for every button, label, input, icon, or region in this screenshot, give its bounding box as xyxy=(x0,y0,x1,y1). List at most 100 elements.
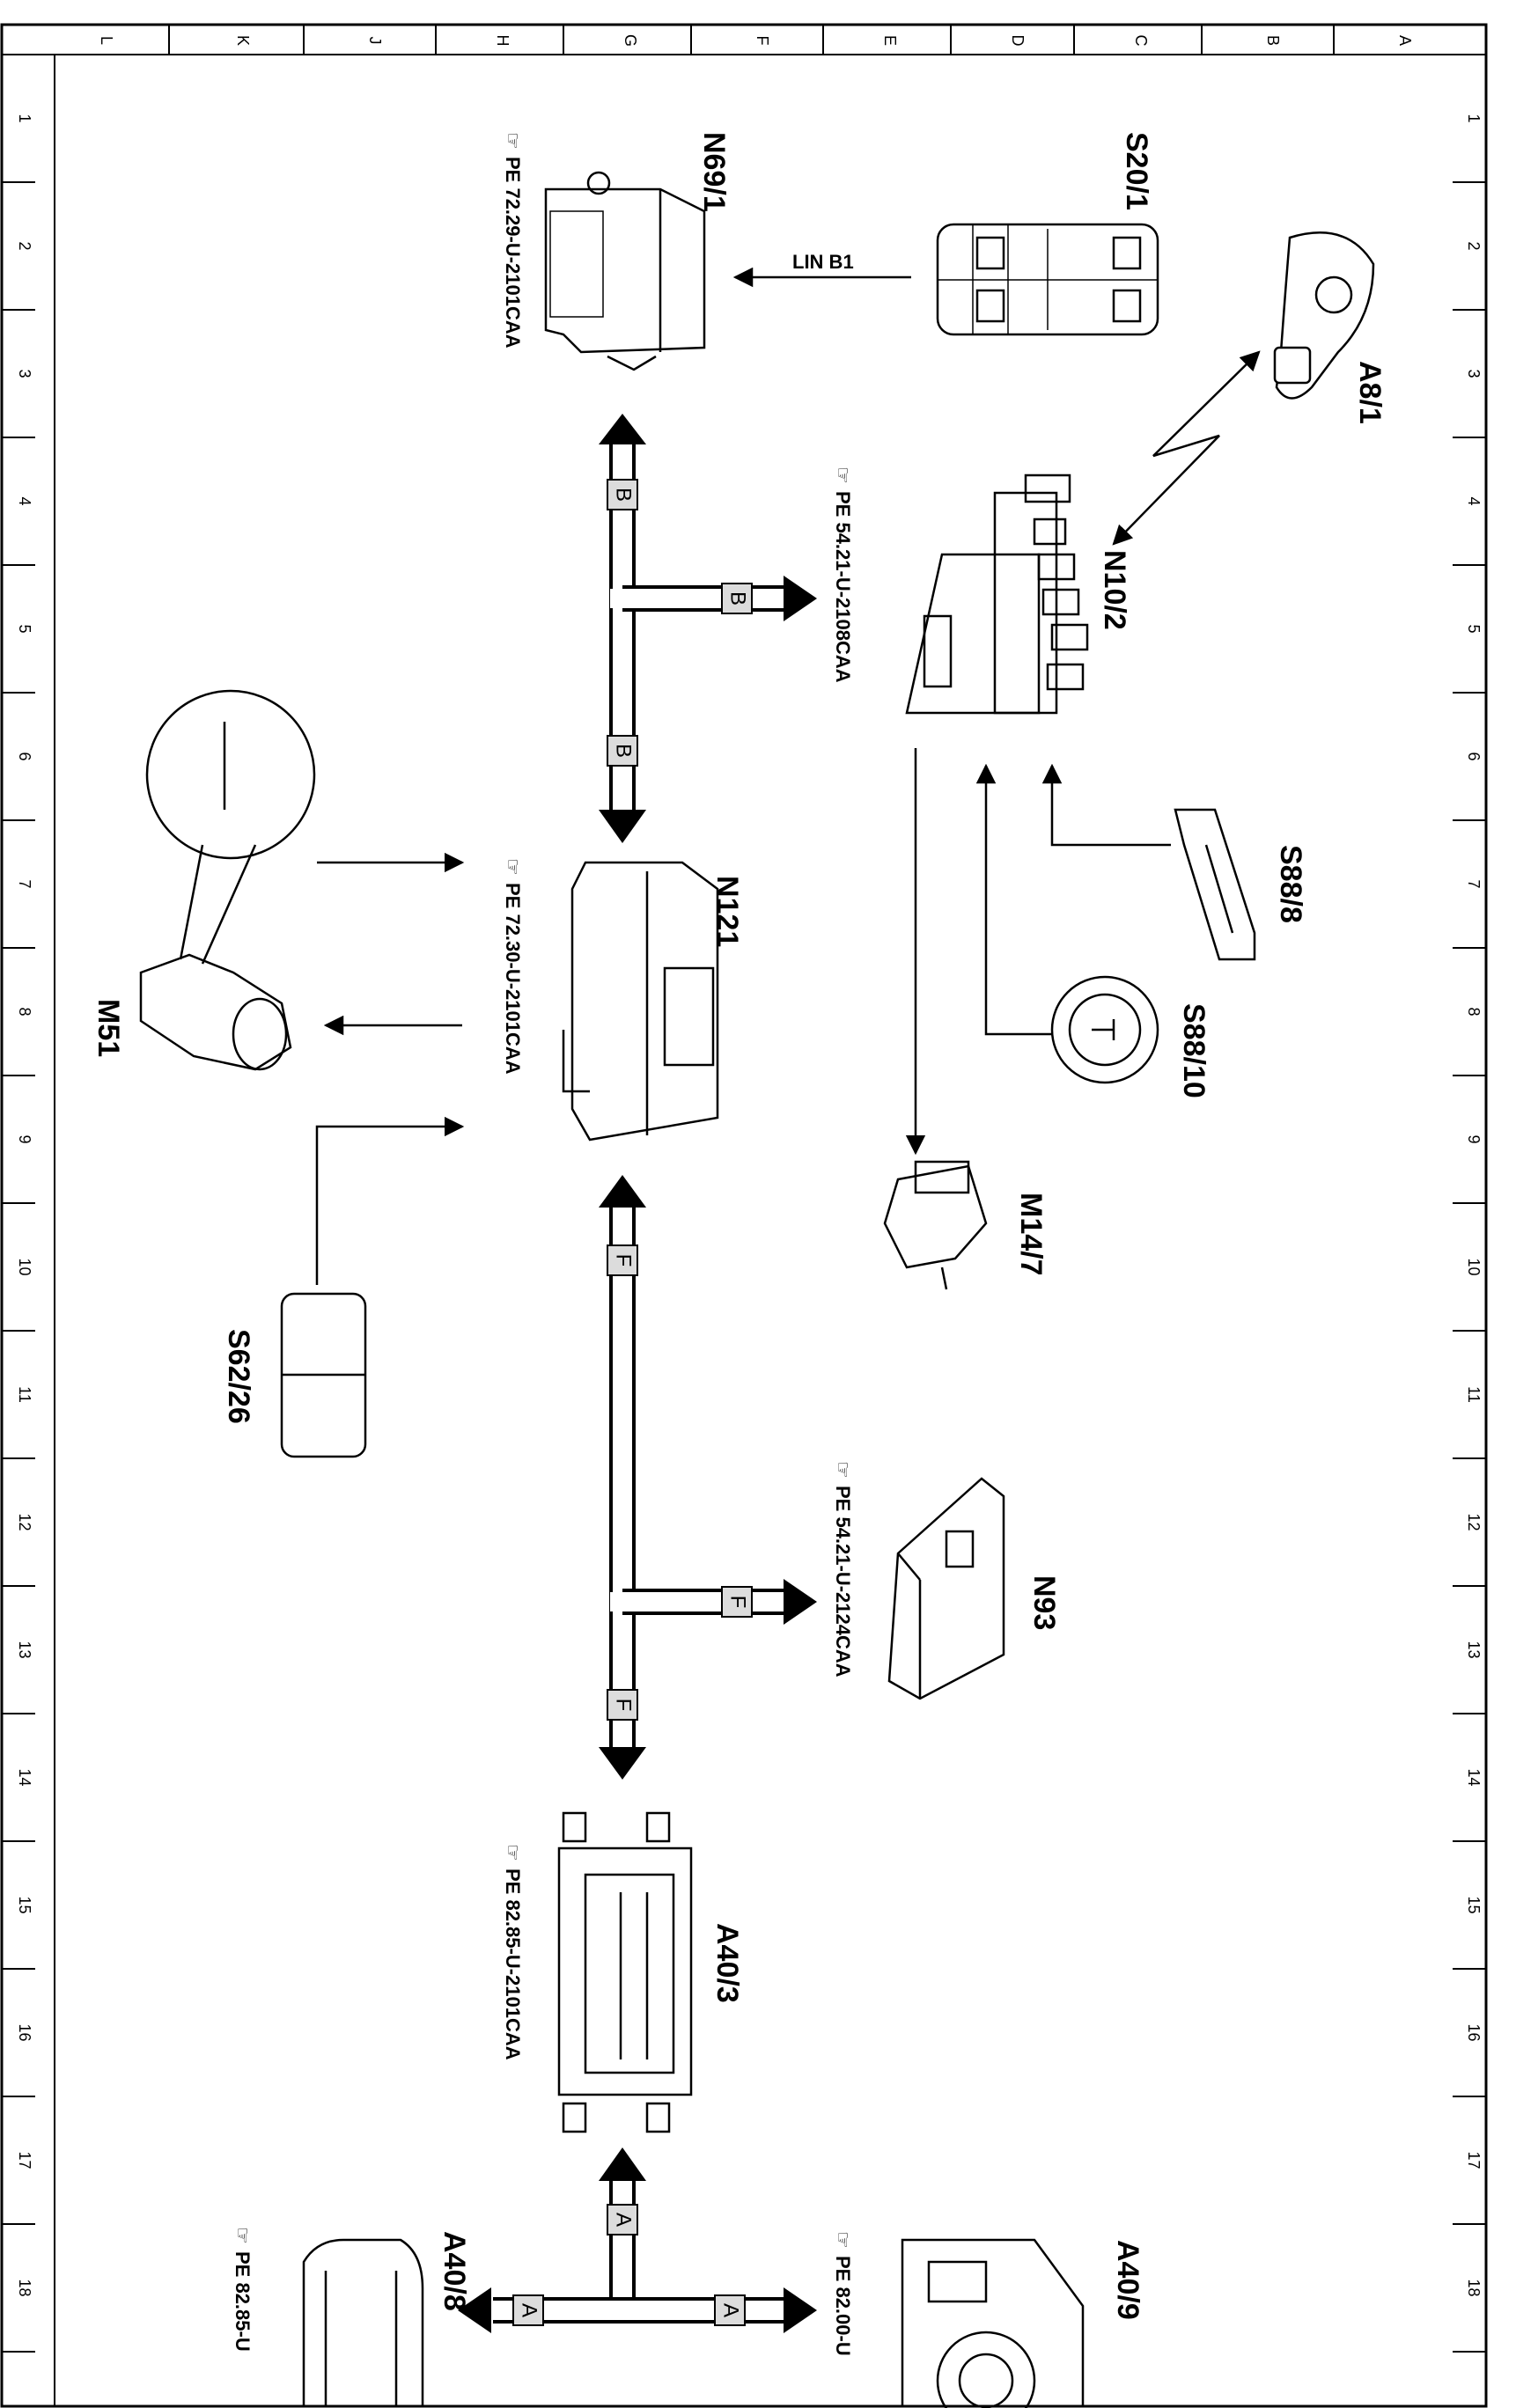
s62-26-switch-drawing xyxy=(280,1292,367,1458)
row-number: 5 xyxy=(16,624,33,633)
s20-1-switch-drawing xyxy=(936,223,1159,336)
s88-10-label: S88/10 xyxy=(1177,1003,1211,1098)
s62-26-label: S62/26 xyxy=(222,1329,255,1424)
row-number: 8 xyxy=(16,1007,33,1016)
row-number: 18 xyxy=(1465,2279,1483,2296)
row-number: 6 xyxy=(16,752,33,760)
a40-9-panel-drawing xyxy=(901,2238,1085,2408)
s62-26-to-n121 xyxy=(315,1116,465,1285)
bus-label-a-top: A xyxy=(607,2204,638,2235)
n10-2-module-drawing xyxy=(905,474,1089,715)
row-number: 15 xyxy=(1465,1896,1483,1913)
row-number: 18 xyxy=(16,2279,33,2296)
signal-lines xyxy=(315,267,1261,1285)
svg-text:A: A xyxy=(518,2303,541,2317)
a40-3-label: A40/3 xyxy=(710,1923,744,2003)
row-number: 15 xyxy=(16,1896,33,1913)
a40-3-display-drawing xyxy=(557,1811,693,2133)
a40-8-label: A40/8 xyxy=(438,2231,471,2311)
a8-1-key-drawing xyxy=(1273,231,1375,400)
n69-1-label: N69/1 xyxy=(697,132,731,212)
column-letter: L xyxy=(98,36,115,45)
drawing-frame xyxy=(0,23,1488,2408)
row-number: 4 xyxy=(16,496,33,505)
svg-text:B: B xyxy=(612,744,636,758)
column-letter: A xyxy=(1396,35,1414,46)
a8-1-n10-2-radio-link xyxy=(1112,350,1261,546)
bus-label-b-top: B xyxy=(607,479,638,510)
column-letter: C xyxy=(1132,35,1150,47)
svg-text:F: F xyxy=(612,1699,636,1712)
n93-module-drawing xyxy=(887,1477,1005,1700)
s88-8-switch-drawing xyxy=(1174,808,1256,961)
svg-text:B: B xyxy=(726,591,750,606)
row-number: 6 xyxy=(1465,752,1483,760)
s20-1-label: S20/1 xyxy=(1120,132,1153,210)
s88-8-to-n10-2 xyxy=(1041,763,1171,847)
row-number: 13 xyxy=(16,1641,33,1658)
n10-2-reference: ☞ PE 54.21-U-2108CAA xyxy=(832,466,854,683)
reference-icon: ☞ xyxy=(502,132,524,150)
column-letter: J xyxy=(366,37,384,45)
row-number: 3 xyxy=(16,369,33,378)
column-letter: G xyxy=(622,34,639,47)
column-letter: F xyxy=(754,36,771,46)
n69-1-module-drawing xyxy=(544,171,706,371)
reference-icon: ☞ xyxy=(232,2227,254,2244)
bus-label-f-branch: F xyxy=(721,1586,753,1618)
row-number: 4 xyxy=(1465,496,1483,505)
a40-8-display-drawing xyxy=(302,2238,424,2406)
row-number: 7 xyxy=(1465,879,1483,888)
a8-1-label: A8/1 xyxy=(1353,361,1387,424)
lin-b1-label: LIN B1 xyxy=(792,251,854,273)
row-number: 1 xyxy=(16,114,33,122)
n10-2-label: N10/2 xyxy=(1098,550,1131,630)
row-number: 3 xyxy=(1465,369,1483,378)
s88-8-label: S88/8 xyxy=(1274,845,1307,923)
n69-1-reference: ☞ PE 72.29-U-2101CAA xyxy=(502,132,524,349)
a40-3-reference-text: PE 82.85-U-2101CAA xyxy=(502,1868,524,2060)
bus-label-boxes: B B B F F F A A A xyxy=(512,479,753,2326)
s88-10-to-n10-2 xyxy=(975,763,1052,1036)
bus-lines xyxy=(480,440,784,2324)
row-number: 2 xyxy=(1465,241,1483,250)
row-number: 1 xyxy=(1465,114,1483,122)
row-number: 7 xyxy=(16,879,33,888)
svg-text:A: A xyxy=(612,2213,636,2227)
m14-7-actuator-drawing xyxy=(883,1160,988,1290)
m51-label: M51 xyxy=(92,999,125,1057)
column-letter: K xyxy=(234,35,252,46)
svg-text:B: B xyxy=(612,488,636,502)
m14-7-label: M14/7 xyxy=(1014,1193,1048,1276)
bus-label-f-top: F xyxy=(607,1244,638,1276)
a40-9-label: A40/9 xyxy=(1111,2240,1144,2320)
row-number: 14 xyxy=(1465,1768,1483,1786)
row-number: 11 xyxy=(1465,1386,1483,1403)
n93-label: N93 xyxy=(1027,1575,1061,1630)
row-number: 17 xyxy=(1465,2151,1483,2169)
a40-8-reference: ☞ PE 82.85-U xyxy=(232,2227,254,2352)
svg-text:A: A xyxy=(719,2303,743,2317)
column-letter: D xyxy=(1009,35,1027,47)
row-number: 5 xyxy=(1465,624,1483,633)
bus-label-a-left: A xyxy=(512,2294,544,2326)
a40-9-reference: ☞ PE 82.00-U xyxy=(832,2231,854,2356)
column-letters: L K J H G F E D C B A xyxy=(98,34,1414,47)
reference-icon: ☞ xyxy=(832,1461,854,1479)
bus-label-f-bottom: F xyxy=(607,1689,638,1721)
row-number: 9 xyxy=(16,1134,33,1143)
m51-motor-drawing xyxy=(139,689,316,1071)
row-number: 11 xyxy=(16,1386,33,1403)
row-number: 13 xyxy=(1465,1641,1483,1658)
row-number: 9 xyxy=(1465,1134,1483,1143)
row-number: 16 xyxy=(16,2023,33,2041)
svg-text:F: F xyxy=(612,1254,636,1267)
n93-reference-text: PE 54.21-U-2124CAA xyxy=(832,1486,854,1678)
reference-icon: ☞ xyxy=(832,466,854,484)
bus-label-a-right: A xyxy=(714,2294,746,2326)
n121-reference: ☞ PE 72.30-U-2101CAA xyxy=(502,858,524,1075)
row-number: 10 xyxy=(16,1258,33,1275)
n10-2-reference-text: PE 54.21-U-2108CAA xyxy=(832,491,854,683)
